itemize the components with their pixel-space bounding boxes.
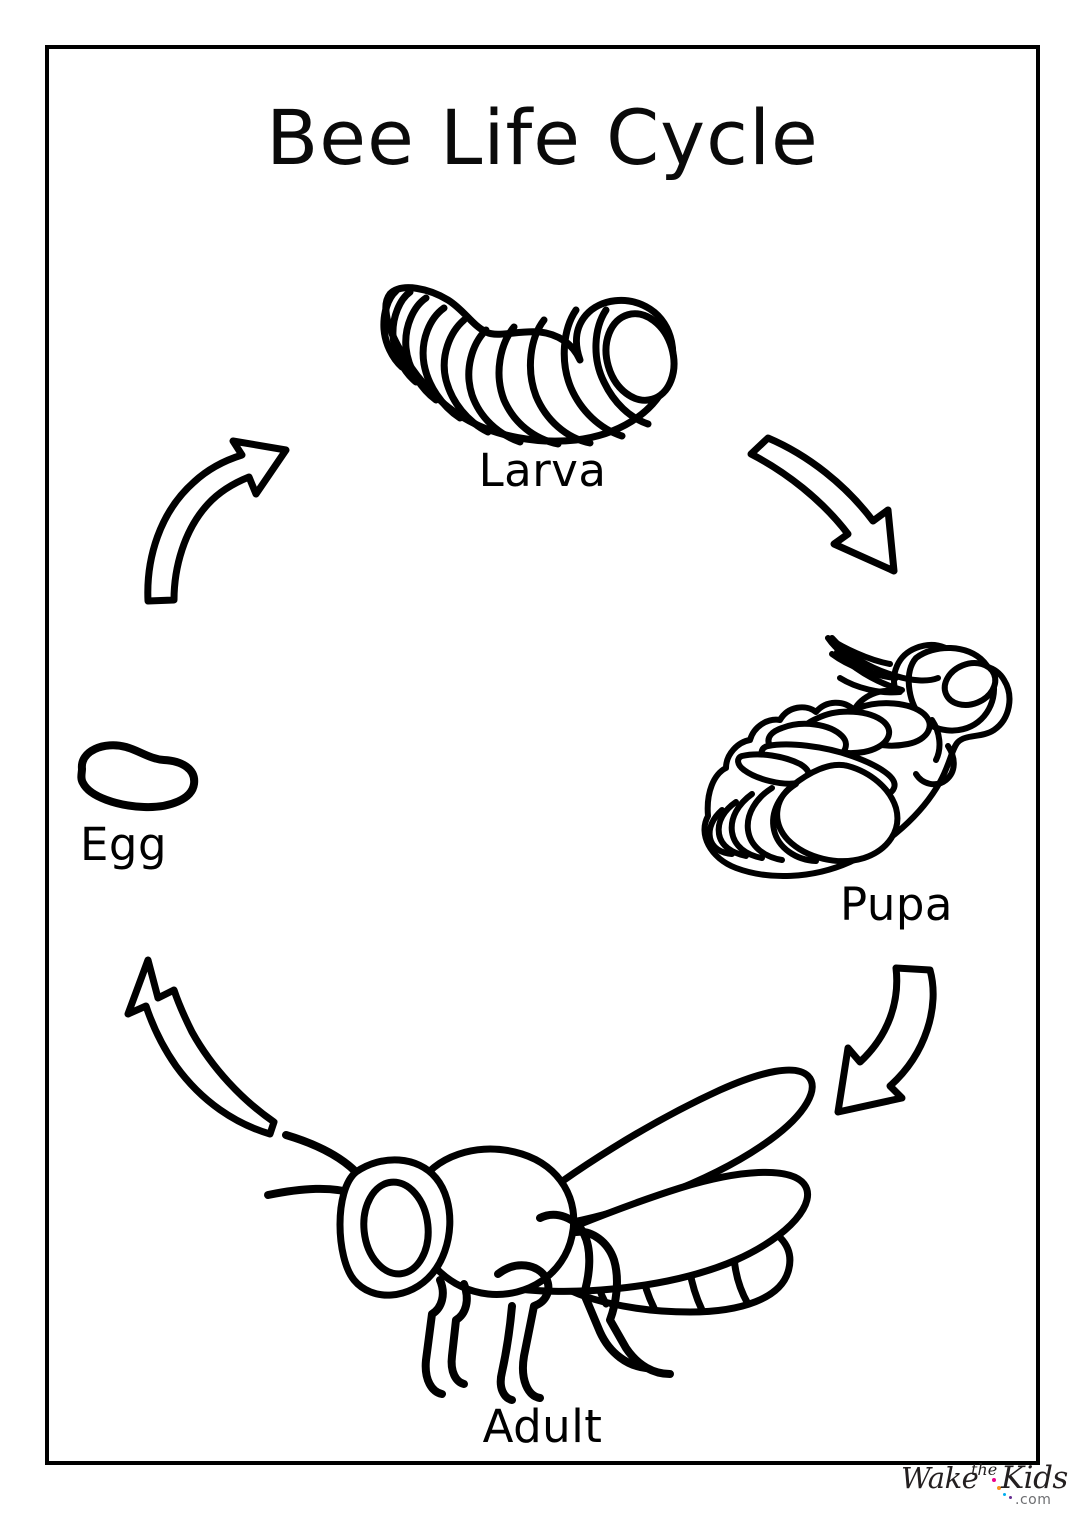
watermark-the-text: the	[971, 1460, 998, 1479]
watermark-com-text: .com	[1015, 1492, 1052, 1508]
watermark-wake-the-kids[interactable]: Wake the Kids .com	[893, 1460, 1068, 1524]
watermark-dot-blue-icon	[1003, 1493, 1006, 1496]
stage-label-adult: Adult	[482, 1400, 603, 1453]
page-title: Bee Life Cycle	[266, 93, 819, 182]
stage-label-egg: Egg	[80, 818, 168, 871]
watermark-wake-text: Wake	[901, 1461, 979, 1495]
page-border	[45, 45, 1040, 1465]
watermark-dot-purple-icon	[1009, 1496, 1012, 1499]
watermark-dot-pink-icon	[992, 1478, 996, 1482]
watermark-kids-text: Kids	[1001, 1460, 1068, 1496]
stage-label-pupa: Pupa	[840, 878, 954, 931]
watermark-dot-orange-icon	[997, 1486, 1001, 1490]
stage-label-larva: Larva	[478, 444, 607, 497]
